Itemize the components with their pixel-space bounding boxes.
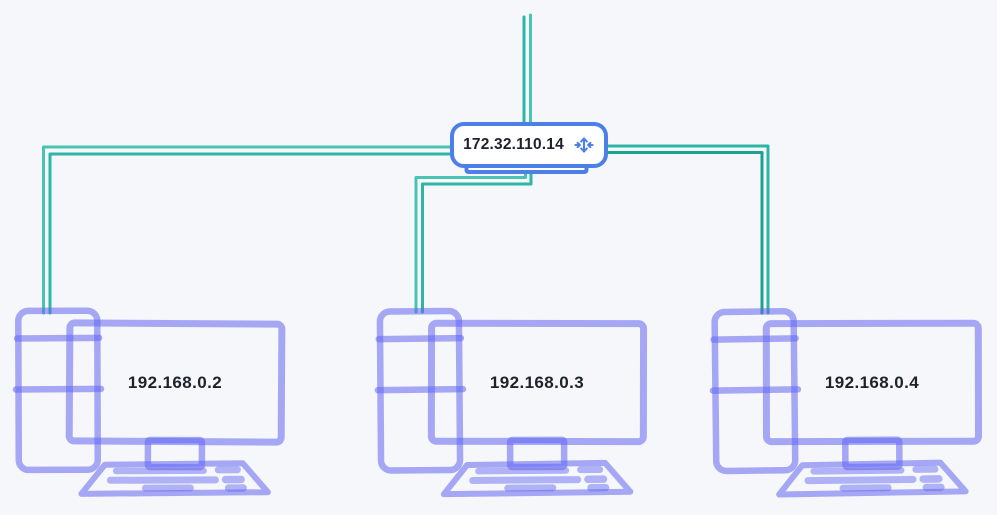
connection-router-to-pc1 bbox=[42, 145, 454, 315]
desktop-computer-icon bbox=[16, 311, 282, 495]
router-ip-label: 172.32.110.14 bbox=[463, 136, 564, 153]
switch-arrows-icon bbox=[574, 137, 594, 153]
computer-node-2[interactable] bbox=[378, 310, 644, 494]
connection-top-to-router bbox=[522, 13, 532, 130]
desktop-computer-icon bbox=[712, 310, 979, 495]
desktop-computer-icon bbox=[378, 310, 644, 494]
link-line bbox=[604, 144, 770, 315]
computer-node-1[interactable] bbox=[16, 311, 282, 495]
connection-router-to-pc2 bbox=[414, 160, 533, 314]
link-line bbox=[421, 160, 533, 314]
connection-router-to-pc3 bbox=[604, 144, 770, 315]
computer-node-3[interactable] bbox=[712, 310, 979, 495]
router-node[interactable]: 172.32.110.14 bbox=[450, 122, 608, 168]
link-line bbox=[604, 151, 764, 315]
link-line bbox=[42, 145, 454, 315]
link-line bbox=[48, 152, 454, 315]
